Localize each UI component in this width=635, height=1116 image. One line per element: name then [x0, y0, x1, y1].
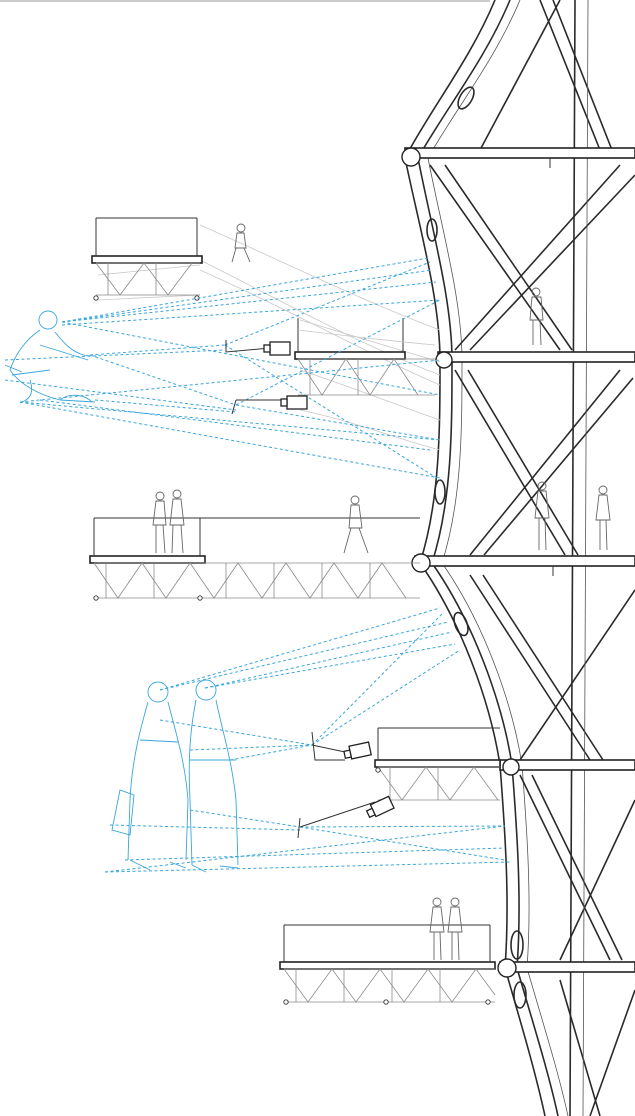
- camera-icon: [343, 741, 373, 760]
- structural-node-icon: [502, 758, 520, 776]
- structural-nodes: [401, 147, 520, 978]
- sightlines-upper: [4, 257, 441, 481]
- tower-structure: [401, 0, 635, 1116]
- person-figure-icon: [231, 223, 251, 263]
- viewer-figure-icon: [111, 679, 239, 873]
- person-figure-icon: [343, 495, 369, 554]
- balcony-level-5: [279, 924, 496, 1005]
- camera-group-upper: [225, 340, 308, 415]
- floor-beams: [404, 147, 635, 973]
- balcony-level-4: [374, 727, 501, 801]
- camera-icon: [263, 341, 291, 356]
- camera-icon: [365, 795, 395, 819]
- person-figure-icon: [529, 287, 544, 346]
- sightlines-lower: [104, 607, 511, 873]
- column-openings: [426, 86, 527, 1009]
- structural-node-icon: [497, 958, 517, 978]
- balcony-level-2: [294, 318, 436, 396]
- viewer-figure-icon: [4, 310, 96, 404]
- person-figure-icon: [534, 481, 611, 551]
- balcony-level-3: [89, 517, 420, 601]
- camera-group-lower: [297, 731, 395, 839]
- structural-node-icon: [401, 147, 421, 167]
- person-figure-icon: [152, 489, 185, 554]
- camera-icon: [280, 395, 308, 410]
- person-figure-icon: [429, 897, 463, 961]
- balcony-level-1: [91, 217, 203, 301]
